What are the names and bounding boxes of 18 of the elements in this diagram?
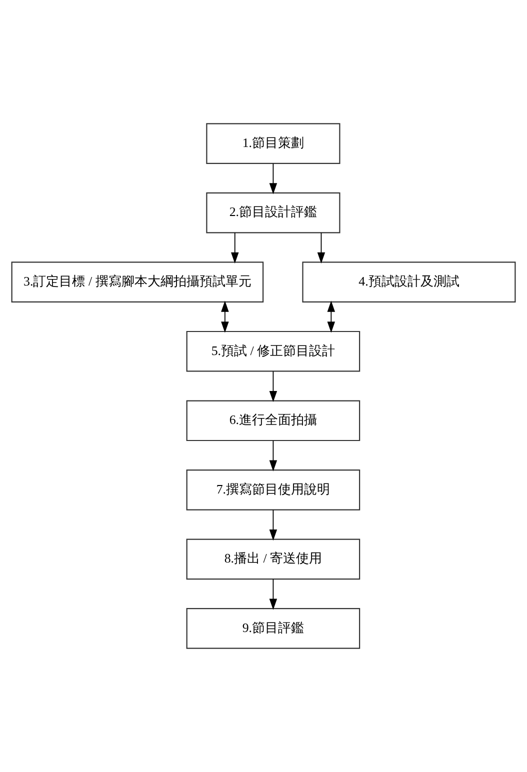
node-box: 1.節目策劃 — [206, 123, 340, 164]
arrow — [230, 232, 239, 264]
node-box: 6.進行全面拍攝 — [186, 400, 360, 442]
arrow — [269, 163, 278, 194]
arrow — [327, 300, 336, 333]
node-box: 7.撰寫節目使用說明 — [186, 470, 360, 510]
node-box: 2.節目設計評鑑 — [206, 192, 340, 234]
node-box: 4.預試設計及測試 — [302, 262, 516, 302]
arrow — [221, 300, 229, 333]
arrow — [269, 370, 278, 402]
arrow — [317, 232, 326, 264]
arrow — [269, 440, 278, 472]
node-box: 9.節目評鑑 — [186, 608, 360, 649]
node-box: 8.播出 / 寄送使用 — [186, 538, 360, 580]
arrow — [269, 578, 278, 610]
node-box: 3.訂定目標 / 撰寫腳本大綱拍攝預試單元 — [11, 262, 264, 302]
node-box: 5.預試 / 修正節目設計 — [186, 330, 360, 372]
arrow — [269, 509, 278, 541]
